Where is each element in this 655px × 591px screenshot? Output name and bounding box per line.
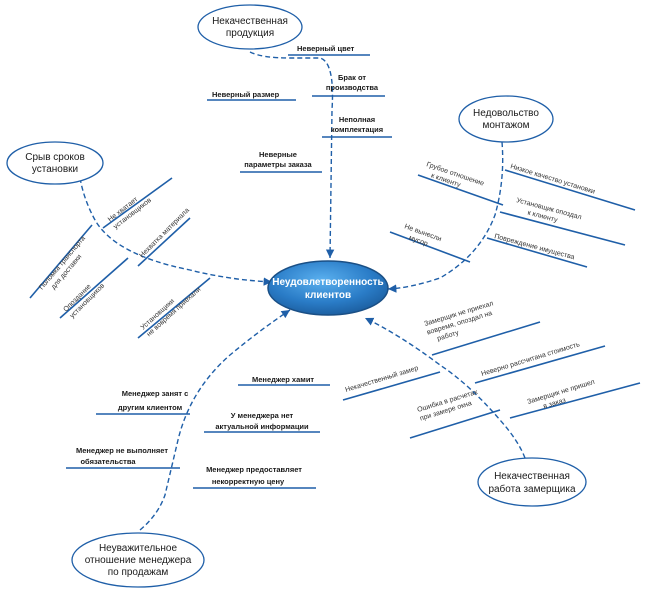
cause-top-5a: Неверные [259, 150, 297, 159]
cause-rb-4: Ошибка в расчетах при замере окна [416, 388, 479, 423]
cause-lb-4b: обязательства [80, 457, 136, 466]
branch-left-top [79, 177, 273, 286]
cause-lb-4a: Менеджер не выполняет [76, 446, 168, 455]
cause-lb-2b: другим клиентом [118, 403, 183, 412]
cause-lt-4: Нехватка материала [138, 207, 191, 260]
svg-text:Низкое качество установки: Низкое качество установки [509, 163, 595, 195]
rib-lt-4 [137, 217, 191, 267]
branch-left-bottom [139, 309, 291, 531]
node-right-top-line2: монтажом [482, 120, 529, 131]
cause-top-4a: Неполная [339, 115, 375, 124]
branch-right-bottom [364, 317, 526, 459]
rib-rb-2 [342, 371, 441, 401]
cause-rt-2: Низкое качество установки [509, 163, 595, 195]
rib-lt-5 [137, 277, 211, 339]
node-top-line2: продукция [226, 28, 274, 39]
cause-top-5b: параметры заказа [244, 160, 312, 169]
cause-top-2a: Брак от [338, 73, 366, 82]
cause-rb-3: Неверно рассчитана стоимость [481, 341, 581, 378]
cause-lb-3b: актуальной информации [215, 422, 309, 431]
svg-text:Поломка транспорта: Поломка транспорта [38, 235, 87, 291]
rib-rb-4 [409, 409, 501, 439]
cause-top-2b: производства [326, 83, 379, 92]
node-left-bottom: Неуважительное отношение менеджера по пр… [71, 532, 205, 588]
rib-rt-2 [504, 169, 636, 211]
node-left-top: Срыв сроков установки [6, 141, 104, 185]
cause-lt-5: Установщики не вовремя приехали [140, 286, 203, 338]
cause-top-4b: комплектация [331, 125, 383, 134]
cause-lb-5b: некорректную цену [212, 477, 285, 486]
center-node: Неудовлетворенность клиентов [267, 260, 389, 316]
branch-top [249, 51, 335, 259]
svg-text:Повреждение имущества: Повреждение имущества [493, 233, 575, 261]
cause-lb-3a: У менеджера нет [231, 411, 294, 420]
node-top-line1: Некачественная [212, 16, 288, 27]
rib-rb-1 [431, 321, 541, 356]
node-right-bottom: Некачественная работа замерщика [477, 457, 587, 507]
node-right-bottom-line2: работа замерщика [488, 483, 576, 495]
svg-text:Нехватка материала: Нехватка материала [138, 207, 191, 260]
cause-lb-5a: Менеджер предоставляет [206, 465, 302, 474]
node-left-top-line2: установки [32, 164, 78, 175]
rib-rt-5 [486, 237, 588, 268]
rib-rb-5 [509, 382, 641, 419]
cause-top-3: Неверный размер [212, 90, 280, 99]
node-right-top-line1: Недовольство [473, 108, 539, 119]
branch-right-top [387, 141, 504, 293]
node-left-bottom-line2: отношение менеджера [85, 555, 192, 566]
rib-rt-1 [417, 174, 504, 206]
cause-rt-1: Грубое отношение к клиенту [425, 160, 485, 189]
rib-rt-3 [499, 211, 626, 246]
cause-lb-1: Менеджер хамит [252, 375, 314, 384]
cause-lb-2a: Менеджер занят с [122, 389, 189, 398]
rib-lt-3 [59, 257, 129, 319]
rib-lt-1 [29, 224, 93, 299]
node-right-bottom-line1: Некачественная [494, 471, 570, 482]
rib-lt-2 [102, 177, 173, 229]
node-left-top-line1: Срыв сроков [25, 152, 85, 163]
node-top: Некачественная продукция [197, 4, 303, 50]
svg-text:Неверно рассчитана стоимость: Неверно рассчитана стоимость [481, 341, 581, 378]
node-left-bottom-line3: по продажам [108, 567, 169, 578]
cause-rt-5: Повреждение имущества [493, 233, 575, 261]
node-left-bottom-line1: Неуважительное [99, 543, 178, 554]
rib-rb-3 [474, 345, 606, 384]
rib-rt-4 [389, 231, 471, 263]
cause-top-1: Неверный цвет [297, 44, 355, 53]
center-line1: Неудовлетворенность [272, 277, 383, 288]
node-right-top: Недовольство монтажом [458, 95, 554, 143]
center-line2: клиентов [305, 290, 351, 301]
